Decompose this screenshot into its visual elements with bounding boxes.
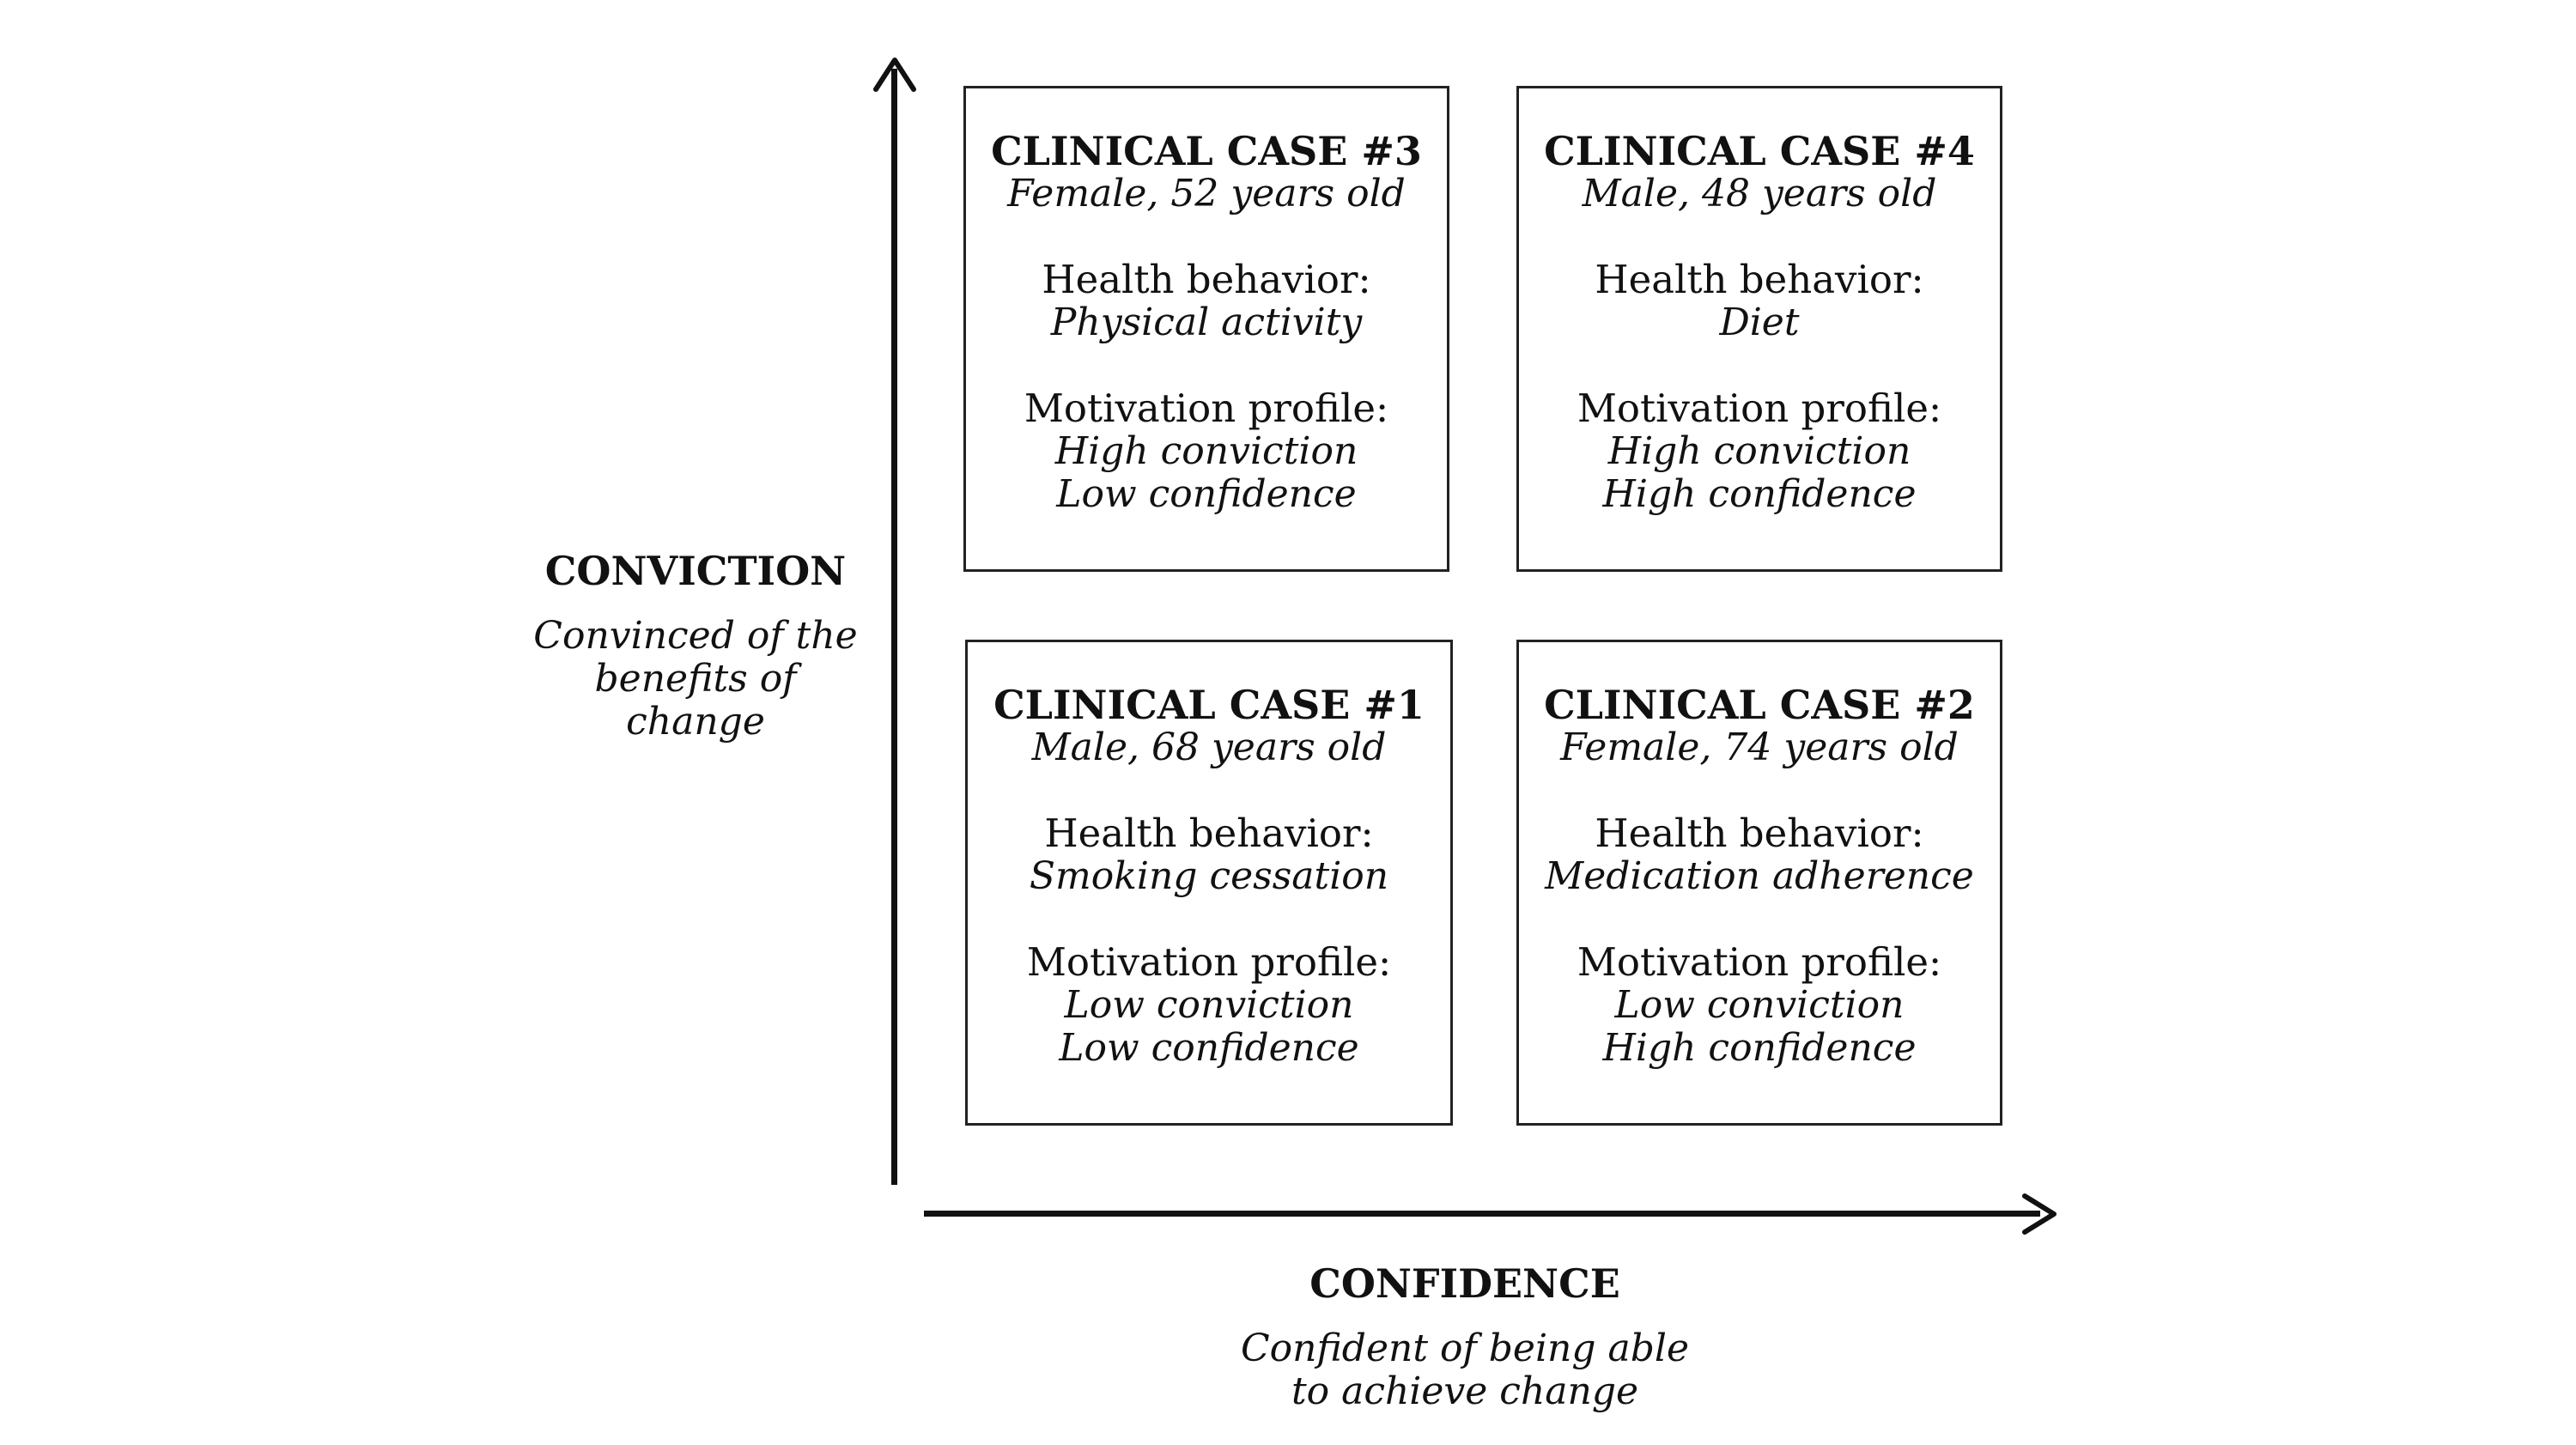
- conviction-level: High conviction: [1607, 429, 1911, 473]
- health-behavior-value: Medication adherence: [1545, 854, 1974, 898]
- health-behavior-value: Diet: [1719, 301, 1800, 344]
- health-behavior-label: Health behavior:: [1044, 811, 1374, 856]
- y-axis-subtitle-line1: Convinced of the: [533, 614, 858, 658]
- conviction-level: High conviction: [1054, 429, 1358, 473]
- motivation-profile-label: Motivation profile:: [1024, 386, 1389, 431]
- case-demographics: Female, 52 years old: [1007, 172, 1406, 216]
- conviction-level: Low conviction: [1614, 983, 1905, 1027]
- case-title: CLINICAL CASE #3: [991, 128, 1422, 174]
- case-title: CLINICAL CASE #1: [993, 682, 1425, 728]
- motivation-profile-label: Motivation profile:: [1577, 386, 1942, 431]
- confidence-level: High confidence: [1602, 1026, 1917, 1070]
- case-title: CLINICAL CASE #2: [1544, 682, 1975, 728]
- confidence-level: High confidence: [1602, 472, 1917, 516]
- y-axis-arrowhead-icon: [873, 58, 916, 92]
- health-behavior-label: Health behavior:: [1042, 257, 1371, 302]
- clinical-case-2-box: CLINICAL CASE #2 Female, 74 years old He…: [1516, 640, 2002, 1126]
- clinical-case-1-box: CLINICAL CASE #1 Male, 68 years old Heal…: [965, 640, 1453, 1126]
- y-axis-line: [891, 69, 897, 1185]
- clinical-case-3-box: CLINICAL CASE #3 Female, 52 years old He…: [963, 86, 1449, 572]
- case-demographics: Male, 68 years old: [1031, 726, 1387, 769]
- x-axis-subtitle-line1: Confident of being able: [1240, 1327, 1690, 1370]
- clinical-case-4-box: CLINICAL CASE #4 Male, 48 years old Heal…: [1516, 86, 2002, 572]
- case-demographics: Female, 74 years old: [1560, 726, 1959, 769]
- health-behavior-value: Physical activity: [1050, 301, 1363, 344]
- confidence-level: Low confidence: [1059, 1026, 1359, 1070]
- health-behavior-label: Health behavior:: [1595, 811, 1924, 856]
- x-axis-title: CONFIDENCE: [1309, 1260, 1620, 1307]
- conviction-level: Low conviction: [1064, 983, 1354, 1027]
- motivation-profile-label: Motivation profile:: [1577, 939, 1942, 985]
- health-behavior-label: Health behavior:: [1595, 257, 1924, 302]
- y-axis-title: CONVICTION: [544, 548, 847, 594]
- x-axis-arrowhead-icon: [2022, 1193, 2057, 1235]
- case-demographics: Male, 48 years old: [1582, 172, 1937, 216]
- y-axis-subtitle-line2: benefits of change: [594, 657, 797, 744]
- x-axis-subtitle-line2: to achieve change: [1291, 1369, 1639, 1413]
- confidence-level: Low confidence: [1056, 472, 1357, 516]
- motivation-profile-label: Motivation profile:: [1026, 939, 1392, 985]
- x-axis-line: [924, 1211, 2040, 1217]
- case-title: CLINICAL CASE #4: [1544, 128, 1975, 174]
- health-behavior-value: Smoking cessation: [1029, 854, 1389, 898]
